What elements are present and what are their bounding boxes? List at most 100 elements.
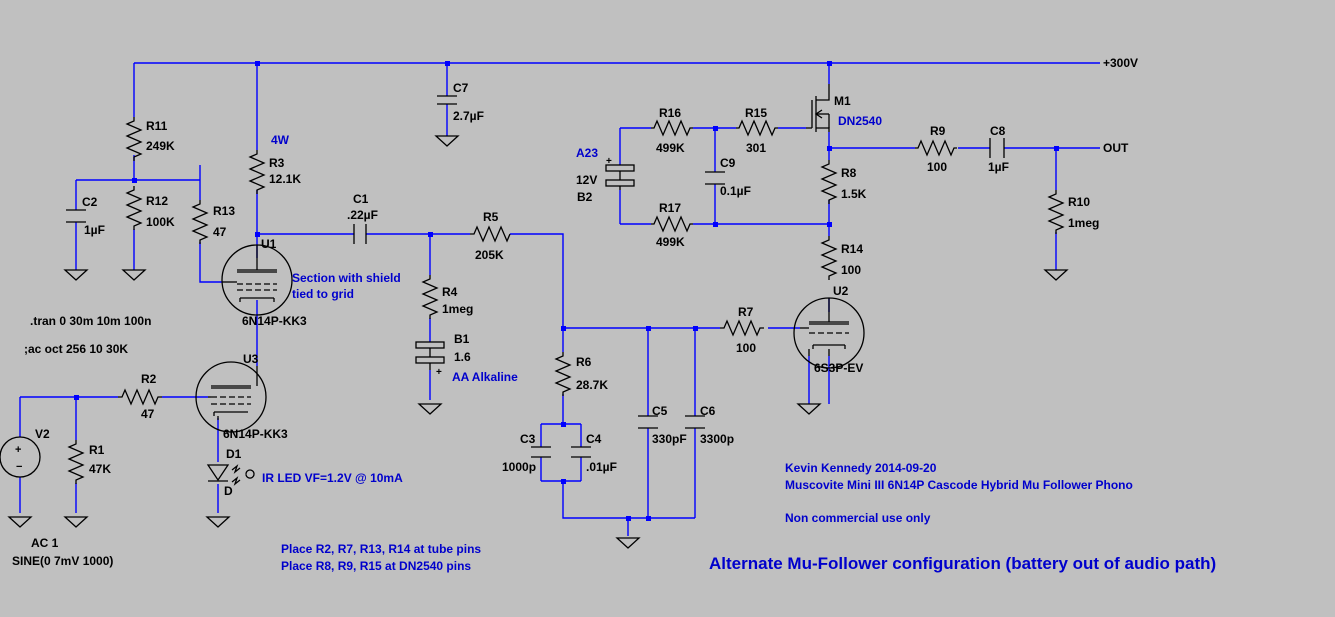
r4-value: 1meg	[442, 302, 473, 316]
c4-ref: C4	[586, 432, 602, 446]
d1-note: IR LED VF=1.2V @ 10mA	[262, 471, 403, 485]
r14-body	[820, 236, 838, 280]
c5-body	[638, 415, 658, 429]
r14-ref: R14	[841, 242, 863, 256]
r12-ref: R12	[146, 194, 168, 208]
b2-value: 12V	[576, 173, 597, 187]
m1-ref: M1	[834, 94, 851, 108]
r11-value: 249K	[146, 139, 175, 153]
ac-directive: ;ac oct 256 10 30K	[24, 342, 128, 356]
r15-body	[736, 119, 778, 137]
v2-value2: SINE(0 7mV 1000)	[12, 554, 113, 568]
r6-value: 28.7K	[576, 378, 608, 392]
c6-value: 3300p	[700, 432, 734, 446]
r17-value: 499K	[656, 235, 685, 249]
b1-value: 1.6	[454, 350, 471, 364]
r9-body	[915, 139, 957, 157]
author-note: Kevin Kennedy 2014-09-20	[785, 461, 937, 475]
c5-ref: C5	[652, 404, 668, 418]
c1-body	[353, 224, 367, 244]
c7-value: 2.7µF	[453, 109, 484, 123]
b1-body: +	[415, 341, 445, 378]
svg-text:+: +	[15, 444, 21, 456]
u3-tube	[195, 361, 267, 433]
r5-body	[470, 225, 511, 243]
u3-value: 6N14P-KK3	[223, 427, 288, 441]
r17-ref: R17	[659, 201, 681, 215]
r17-body	[651, 215, 693, 233]
r11-body	[125, 117, 143, 161]
u2-ref: U2	[833, 284, 849, 298]
r9-ref: R9	[930, 124, 946, 138]
v2-value: AC 1	[31, 536, 59, 550]
c5-value: 330pF	[652, 432, 687, 446]
c3-ref: C3	[520, 432, 536, 446]
c2-value: 1µF	[84, 223, 105, 237]
r10-value: 1meg	[1068, 216, 1099, 230]
c2-body	[66, 209, 86, 223]
v2-source: + −	[0, 436, 41, 478]
r10-ref: R10	[1068, 195, 1090, 209]
b2-body: +	[605, 156, 635, 190]
v2-ref: V2	[35, 427, 50, 441]
r3-note: 4W	[271, 133, 290, 147]
u3-ref: U3	[243, 352, 259, 366]
u1-ref: U1	[261, 237, 277, 251]
c6-ref: C6	[700, 404, 716, 418]
svg-text:−: −	[16, 461, 22, 473]
r2-ref: R2	[141, 372, 157, 386]
c7-ref: C7	[453, 81, 469, 95]
c3-value: 1000p	[502, 460, 536, 474]
d1-led	[206, 464, 255, 486]
r4-body	[421, 275, 439, 319]
r14-value: 100	[841, 263, 861, 277]
r4-ref: R4	[442, 285, 458, 299]
svg-text:+: +	[606, 156, 612, 167]
r8-body	[820, 160, 838, 204]
c1-ref: C1	[353, 192, 369, 206]
u2-value: 6S3P-EV	[814, 361, 863, 375]
r6-body	[554, 352, 572, 396]
r12-body	[125, 186, 143, 230]
d1-ref: D1	[226, 447, 242, 461]
r7-value: 100	[736, 341, 756, 355]
r16-value: 499K	[656, 141, 685, 155]
r13-ref: R13	[213, 204, 235, 218]
b2-note: A23	[576, 146, 598, 160]
c8-value: 1µF	[988, 160, 1009, 174]
b2-ref: B2	[577, 190, 593, 204]
capacitors	[66, 95, 1005, 458]
r8-ref: R8	[841, 166, 857, 180]
m1-value: DN2540	[838, 114, 882, 128]
r2-value: 47	[141, 407, 155, 421]
r7-body	[720, 319, 764, 337]
r8-value: 1.5K	[841, 187, 867, 201]
project-note: Muscovite Mini III 6N14P Cascode Hybrid …	[785, 478, 1133, 492]
c1-value: .22µF	[347, 208, 378, 222]
r15-value: 301	[746, 141, 766, 155]
u1-tube	[221, 244, 293, 316]
m1-mosfet	[806, 84, 830, 132]
r6-ref: R6	[576, 355, 592, 369]
b1-note: AA Alkaline	[452, 370, 518, 384]
shield-note-1: Section with shield	[292, 271, 401, 285]
c4-body	[571, 446, 591, 458]
svg-text:+: +	[436, 367, 442, 378]
d1-value: D	[224, 484, 233, 498]
c6-body	[685, 415, 705, 429]
c8-ref: C8	[990, 124, 1006, 138]
r12-value: 100K	[146, 215, 175, 229]
b1-ref: B1	[454, 332, 470, 346]
r3-value: 12.1K	[269, 172, 301, 186]
c3-body	[531, 446, 551, 458]
r5-ref: R5	[483, 210, 499, 224]
junctions	[74, 61, 1059, 521]
batteries: + +	[415, 156, 635, 378]
u2-tube	[793, 297, 865, 369]
r2-body	[118, 388, 162, 406]
place-note-2: Place R8, R9, R15 at DN2540 pins	[281, 559, 471, 573]
r11-ref: R11	[146, 119, 168, 133]
place-note-1: Place R2, R7, R13, R14 at tube pins	[281, 542, 481, 556]
c2-ref: C2	[82, 195, 98, 209]
